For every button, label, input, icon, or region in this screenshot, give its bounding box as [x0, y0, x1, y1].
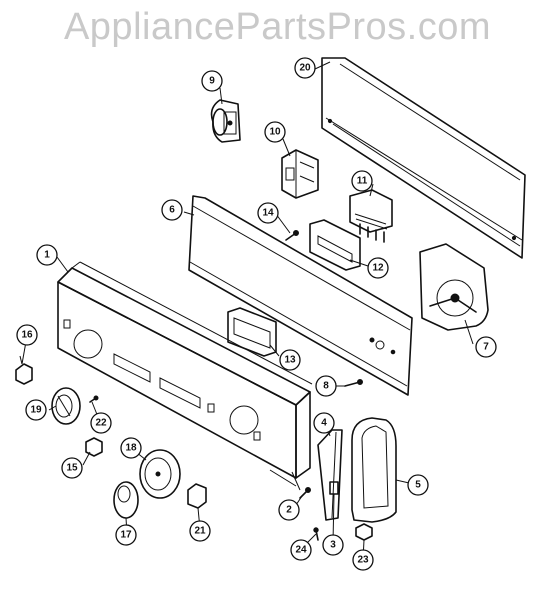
callout-label: 11 — [357, 176, 368, 187]
callout-10: 10 — [264, 121, 286, 143]
part-15-button — [85, 437, 103, 457]
callout-label: 15 — [66, 463, 78, 474]
callout-label: 12 — [372, 263, 384, 274]
callout-label: 23 — [357, 555, 369, 566]
callout-label: 4 — [321, 418, 327, 429]
callout-label: 10 — [269, 127, 281, 138]
callout-label: 22 — [95, 418, 107, 429]
callout-label: 6 — [169, 205, 175, 216]
callout-17: 17 — [115, 524, 137, 546]
part-23-clip — [355, 523, 373, 541]
callout-6: 6 — [161, 199, 183, 221]
callout-label: 5 — [415, 480, 421, 491]
callout-7: 7 — [475, 336, 497, 358]
callout-label: 7 — [483, 342, 489, 353]
part-24-screw — [313, 527, 319, 541]
part-9-switch — [210, 99, 241, 143]
callout-21: 21 — [189, 520, 211, 542]
part-17-knob — [113, 481, 139, 519]
part-14-screw — [285, 230, 299, 241]
callout-5: 5 — [407, 474, 429, 496]
callout-24: 24 — [290, 539, 312, 561]
part-4-trim-strip — [317, 429, 343, 521]
callout-label: 3 — [330, 540, 336, 551]
part-5-end-cap — [351, 417, 397, 523]
watermark-text: AppliancePartsPros.com — [63, 6, 492, 48]
part-7-blower — [419, 243, 489, 331]
callout-label: 14 — [262, 208, 274, 219]
part-18-dial — [139, 449, 181, 499]
part-11-terminal-block — [349, 189, 393, 243]
callout-20: 20 — [294, 57, 316, 79]
part-20-back-panel — [321, 57, 526, 259]
part-21-button — [187, 483, 207, 509]
callout-3: 3 — [322, 534, 344, 556]
part-19-knob — [51, 387, 81, 425]
callout-label: 16 — [21, 330, 33, 341]
part-10-switch — [281, 149, 319, 199]
callout-label: 9 — [209, 76, 215, 87]
callout-label: 13 — [284, 355, 296, 366]
callout-label: 8 — [323, 381, 329, 392]
part-22-screw — [89, 395, 99, 403]
callout-13: 13 — [279, 349, 301, 371]
callout-label: 20 — [299, 63, 311, 74]
callout-4: 4 — [313, 412, 335, 434]
callout-label: 1 — [44, 250, 50, 261]
part-12-bracket — [309, 219, 361, 271]
callout-11: 11 — [351, 170, 373, 192]
callout-label: 18 — [125, 443, 137, 454]
callout-2: 2 — [278, 499, 300, 521]
callout-16: 16 — [16, 324, 38, 346]
callout-label: 19 — [30, 405, 42, 416]
callout-9: 9 — [201, 70, 223, 92]
callout-19: 19 — [25, 399, 47, 421]
callout-8: 8 — [315, 375, 337, 397]
part-8-screw — [344, 379, 363, 387]
callout-label: 24 — [295, 545, 307, 556]
callout-18: 18 — [120, 437, 142, 459]
callout-label: 17 — [120, 530, 132, 541]
callout-14: 14 — [257, 202, 279, 224]
callout-23: 23 — [352, 549, 374, 571]
part-16-clip — [15, 355, 33, 385]
callout-label: 21 — [194, 526, 206, 537]
callout-1: 1 — [36, 244, 58, 266]
callout-15: 15 — [61, 457, 83, 479]
callout-label: 2 — [286, 505, 292, 516]
callout-12: 12 — [367, 257, 389, 279]
part-1-console-panel — [57, 261, 313, 491]
callout-22: 22 — [90, 412, 112, 434]
part-6-backplate — [188, 195, 413, 396]
